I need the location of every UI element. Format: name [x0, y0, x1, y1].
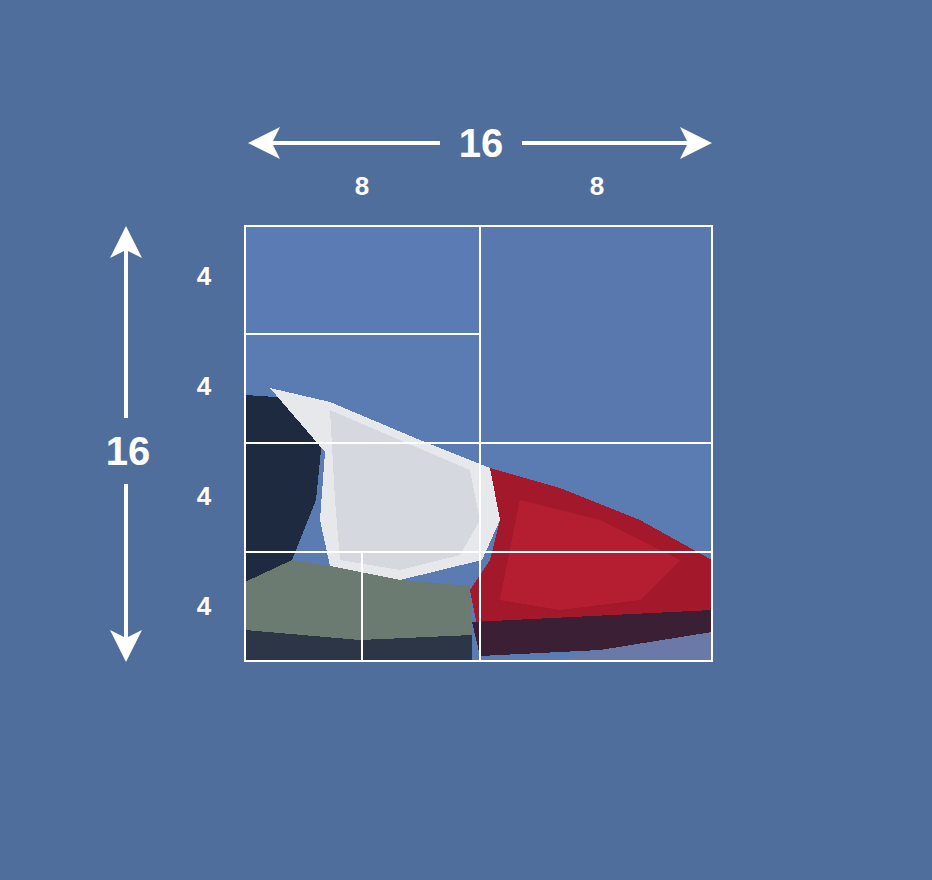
dimension-quarter-height: 4 [197, 373, 211, 399]
dimension-half-width: 8 [590, 173, 604, 199]
dimension-quarter-height: 4 [197, 483, 211, 509]
dimension-quarter-height: 4 [197, 263, 211, 289]
dimension-width: 16 [459, 123, 504, 163]
dimension-height: 16 [106, 431, 151, 471]
dimension-quarter-height: 4 [197, 593, 211, 619]
dimension-half-width: 8 [355, 173, 369, 199]
